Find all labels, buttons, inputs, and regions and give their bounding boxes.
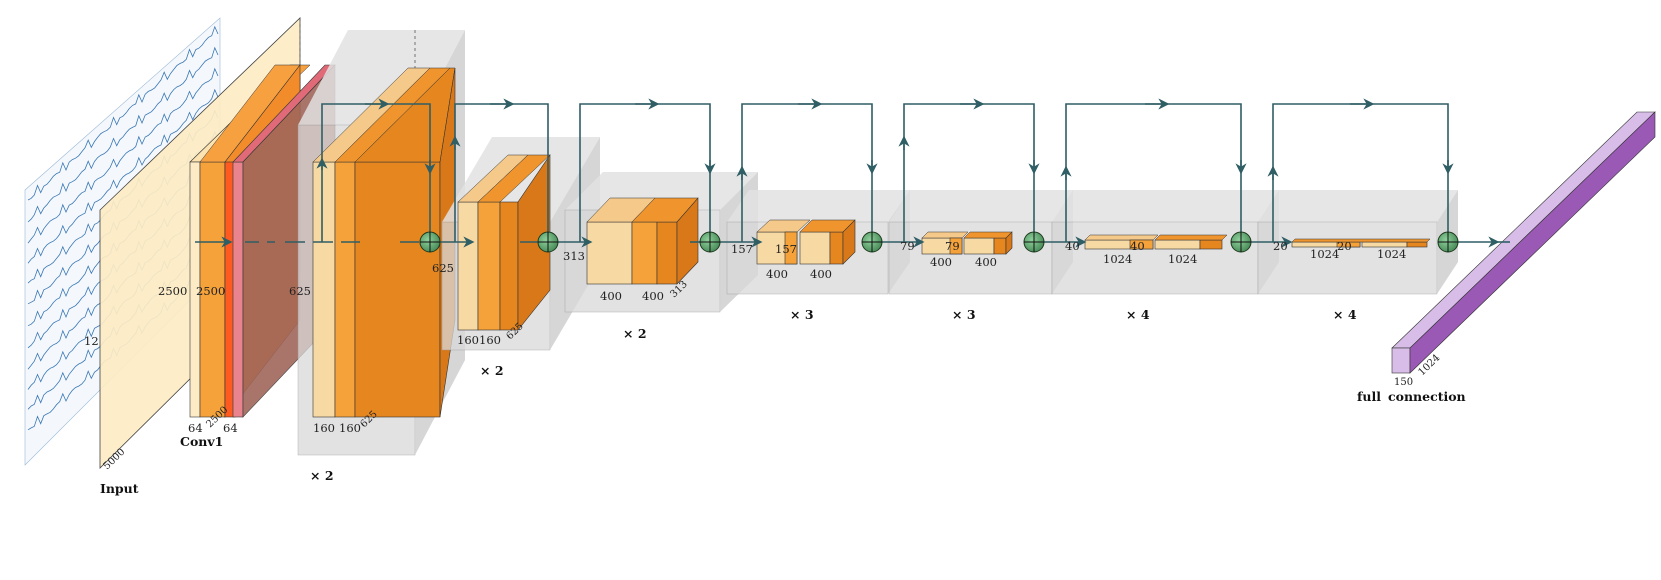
dim-s7-d1: 1024 <box>1310 247 1339 261</box>
repeat-stage5: × 3 <box>952 307 976 322</box>
caption-full: full <box>1357 389 1381 404</box>
caption-conv1: Conv1 <box>180 434 223 449</box>
add-node-4 <box>861 231 883 253</box>
repeat-stage3: × 2 <box>623 326 647 341</box>
stage3-conv-layers <box>586 197 699 285</box>
repeat-labels: × 2 × 2 × 2 × 3 × 3 × 4 × 4 <box>310 307 1357 483</box>
ecg-lead-trace <box>27 67 219 244</box>
dim-input-channels: 12 <box>84 334 99 348</box>
dim-s3-d1: 400 <box>600 289 622 303</box>
add-node-3 <box>699 231 721 253</box>
repeat-stage2: × 2 <box>480 363 504 378</box>
dim-conv1-height-b: 2500 <box>196 284 225 298</box>
dim-s5-h: 79 <box>945 239 960 253</box>
dim-s2-out-h: 313 <box>563 249 585 263</box>
dim-s1-d1: 160 <box>313 421 335 435</box>
stage7-conv-layers <box>1291 238 1431 248</box>
repeat-stage4: × 3 <box>790 307 814 322</box>
dim-s3-d2: 400 <box>642 289 664 303</box>
ecg-lead-trace <box>27 25 219 201</box>
dim-s7-d2: 1024 <box>1377 247 1406 261</box>
add-node-5 <box>1023 231 1045 253</box>
repeat-stage7: × 4 <box>1333 307 1357 322</box>
caption-connection: connection <box>1388 389 1466 404</box>
stage2-conv-layers <box>457 154 551 331</box>
stage6-conv-layers <box>1084 234 1228 250</box>
add-node-7 <box>1437 231 1459 253</box>
dim-s5-d2: 400 <box>975 255 997 269</box>
dim-fc-width: 150 <box>1394 377 1413 388</box>
ecg-lead-trace <box>27 88 219 264</box>
dim-s4-d2: 400 <box>810 267 832 281</box>
dim-conv1-height-a: 2500 <box>158 284 187 298</box>
fully-connected-layer <box>1391 111 1656 374</box>
dim-s6-d2: 1024 <box>1168 252 1197 266</box>
dim-s4-h: 157 <box>775 242 797 256</box>
dim-s1-out-h: 625 <box>432 261 454 275</box>
ecg-lead-trace <box>27 46 219 223</box>
dim-conv1-depth: 64 <box>188 421 203 435</box>
skip-connections <box>316 98 1454 242</box>
repeat-stage6: × 4 <box>1126 307 1150 322</box>
dim-s4-d1: 400 <box>766 267 788 281</box>
stage4-conv-layers <box>756 219 856 265</box>
dim-s6-out-h: 20 <box>1273 239 1288 253</box>
dim-pool-depth: 64 <box>223 421 238 435</box>
add-node-2 <box>537 231 559 253</box>
dim-s6-d1: 1024 <box>1103 252 1132 266</box>
captions: Input Conv1 full connection <box>100 389 1466 496</box>
dim-s2-d2: 160 <box>479 333 501 347</box>
dim-s7-h: 20 <box>1337 239 1352 253</box>
dim-s3-out-h: 157 <box>731 242 753 256</box>
dim-s4-out-h: 79 <box>900 239 915 253</box>
dim-s6-h: 40 <box>1130 239 1145 253</box>
dim-s1-d2: 160 <box>339 421 361 435</box>
stage6-container <box>1051 190 1279 295</box>
dim-s2-d1: 160 <box>457 333 479 347</box>
caption-input: Input <box>100 481 139 496</box>
residual-add-nodes <box>419 231 1459 253</box>
stage5-conv-layers <box>921 231 1013 255</box>
repeat-stage1: × 2 <box>310 468 334 483</box>
add-node-1 <box>419 231 441 253</box>
dim-pool-height: 625 <box>289 284 311 298</box>
add-node-6 <box>1230 231 1252 253</box>
dim-s5-d1: 400 <box>930 255 952 269</box>
dim-s5-out-h: 40 <box>1065 239 1080 253</box>
